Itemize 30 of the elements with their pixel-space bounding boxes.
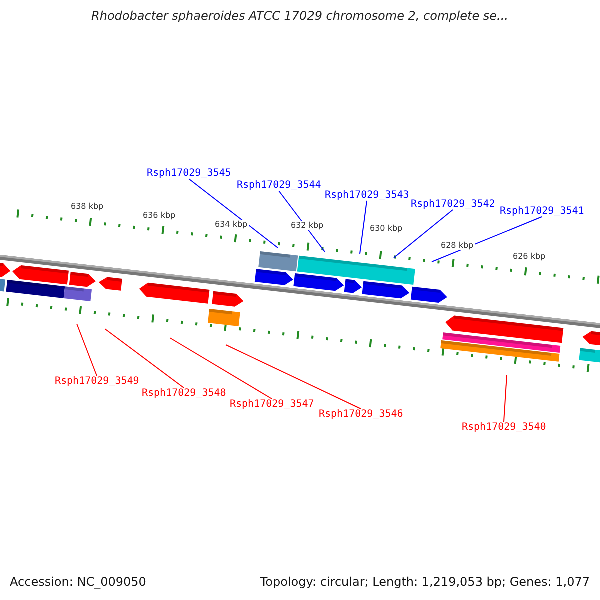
scale-label: 634 kbp [214, 220, 249, 229]
leader-line [76, 324, 98, 376]
gene-label: Rsph17029_3543 [325, 190, 410, 201]
genome-info-text: Topology: circular; Length: 1,219,053 bp; Genes: 1,077 [260, 575, 590, 589]
leader-line [394, 210, 454, 258]
leader-line [188, 178, 278, 248]
scale-label: 638 kbp [70, 202, 105, 211]
gene-label: Rsph17029_3548 [142, 388, 226, 399]
gene-label: Rsph17029_3542 [411, 199, 496, 210]
gene-label: Rsph17029_3544 [237, 180, 322, 191]
scale-label: 630 kbp [369, 224, 404, 233]
accession-text: Accession: NC_009050 [10, 575, 146, 589]
leader-line [432, 216, 542, 262]
scale-label: 636 kbp [142, 211, 177, 220]
scale-label: 626 kbp [512, 252, 547, 261]
gene-label: Rsph17029_3541 [500, 206, 584, 217]
gene-label: Rsph17029_3547 [230, 399, 314, 410]
gene-label: Rsph17029_3545 [147, 168, 232, 179]
leader-line [504, 374, 508, 422]
leader-line [104, 328, 184, 388]
gene-label: Rsph17029_3549 [55, 376, 140, 387]
leader-line [170, 338, 272, 400]
gene-label: Rsph17029_3540 [462, 422, 546, 433]
title: Rhodobacter sphaeroides ATCC 17029 chromosome 2, complete se... [90, 9, 510, 23]
scale-label: 628 kbp [440, 241, 475, 250]
leader-line [226, 344, 362, 410]
scale-label: 632 kbp [290, 221, 325, 230]
leader-line [360, 200, 368, 254]
gene-label: Rsph17029_3546 [319, 409, 404, 420]
leader-line [278, 190, 326, 252]
